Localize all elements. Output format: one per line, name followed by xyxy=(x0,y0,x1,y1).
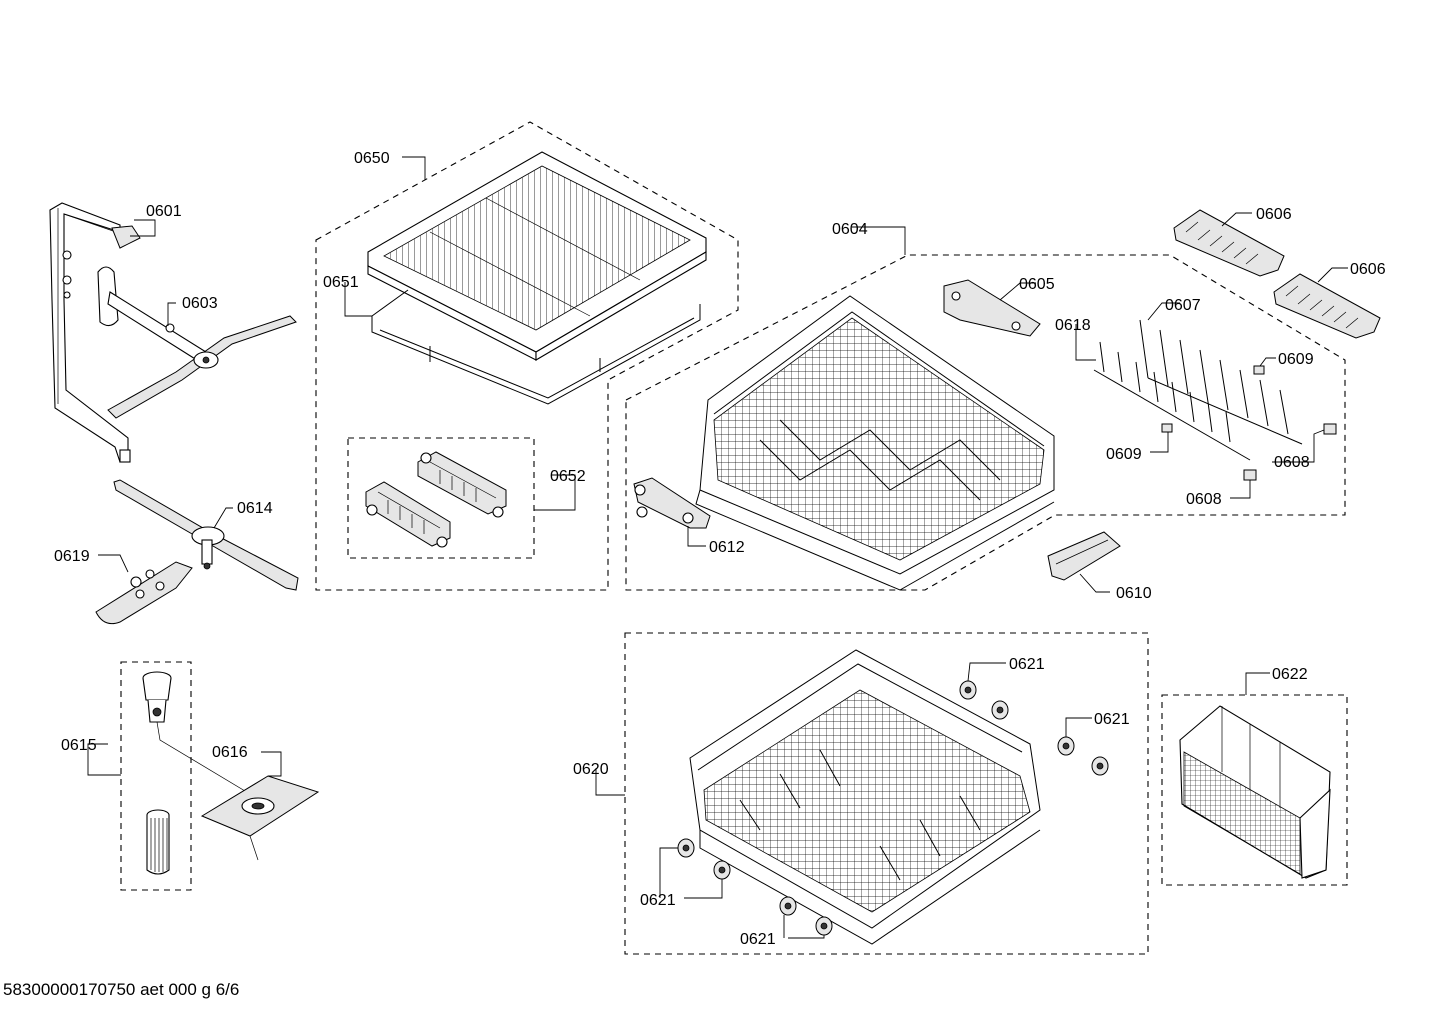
label-0621-a: 0621 xyxy=(1009,656,1045,673)
plate-rack-0607 xyxy=(1139,319,1303,445)
wheel xyxy=(779,896,797,916)
adjuster-0612 xyxy=(633,477,711,529)
label-0652: 0652 xyxy=(550,468,586,485)
tray-frame-0651 xyxy=(371,289,701,405)
handle-0610 xyxy=(1047,531,1121,581)
label-0621-b: 0621 xyxy=(1094,711,1130,728)
label-0621-d: 0621 xyxy=(740,931,776,948)
plate-rack-0618 xyxy=(1093,341,1251,461)
group-0652-boundary xyxy=(347,437,535,559)
cutlery-tray-0650 xyxy=(367,151,707,361)
label-0620: 0620 xyxy=(573,761,609,778)
tray-rails-0652 xyxy=(365,451,507,548)
label-0651: 0651 xyxy=(323,274,359,291)
label-0618: 0618 xyxy=(1055,317,1091,334)
group-0604-boundary xyxy=(625,254,1346,591)
lower-basket-0620 xyxy=(689,649,1041,945)
leader-lines xyxy=(87,156,1348,939)
label-0621-c: 0621 xyxy=(640,892,676,909)
wheel xyxy=(677,838,695,858)
tine-rack-0606-a xyxy=(1173,209,1285,277)
label-0612: 0612 xyxy=(709,539,745,556)
cutlery-basket-0622 xyxy=(1179,705,1331,879)
tine-rack-0606-b xyxy=(1273,273,1381,339)
adjuster-0605 xyxy=(943,279,1041,337)
wheel xyxy=(1091,756,1109,776)
label-0607: 0607 xyxy=(1165,297,1201,314)
microfilter-plate-0616 xyxy=(200,775,320,861)
label-0609-b: 0609 xyxy=(1106,446,1142,463)
filter-assembly-0615 xyxy=(142,671,261,875)
wheel xyxy=(1057,736,1075,756)
clips-0608-0609 xyxy=(1161,365,1337,481)
label-0614: 0614 xyxy=(237,500,273,517)
document-code: 58300000170750 aet 000 g 6/6 xyxy=(3,980,240,999)
label-0650: 0650 xyxy=(354,150,390,167)
label-0615: 0615 xyxy=(61,737,97,754)
label-0622: 0622 xyxy=(1272,666,1308,683)
wheel xyxy=(713,860,731,880)
wheel xyxy=(815,916,833,936)
label-0603: 0603 xyxy=(182,295,218,312)
label-0619: 0619 xyxy=(54,548,90,565)
label-0606-a: 0606 xyxy=(1256,206,1292,223)
group-0615-boundary xyxy=(120,661,192,891)
label-0601: 0601 xyxy=(146,203,182,220)
label-0604: 0604 xyxy=(832,221,868,238)
upper-spray-arm-0603 xyxy=(97,266,297,419)
group-0622-boundary xyxy=(1161,694,1348,886)
group-0620-boundary xyxy=(624,632,1149,955)
lower-spray-arm-0614 xyxy=(113,479,299,591)
label-0610: 0610 xyxy=(1116,585,1152,602)
group-0650-boundary xyxy=(315,121,739,591)
wheel xyxy=(959,680,977,700)
upper-basket-0604 xyxy=(695,295,1055,591)
label-0608-b: 0608 xyxy=(1186,491,1222,508)
label-0606-b: 0606 xyxy=(1350,261,1386,278)
wheel xyxy=(991,700,1009,720)
label-0609-a: 0609 xyxy=(1278,351,1314,368)
label-0608-a: 0608 xyxy=(1274,454,1310,471)
spray-pipe-0601 xyxy=(49,202,141,463)
sump-cover-0619 xyxy=(95,561,193,625)
label-0605: 0605 xyxy=(1019,276,1055,293)
label-0616: 0616 xyxy=(212,744,248,761)
